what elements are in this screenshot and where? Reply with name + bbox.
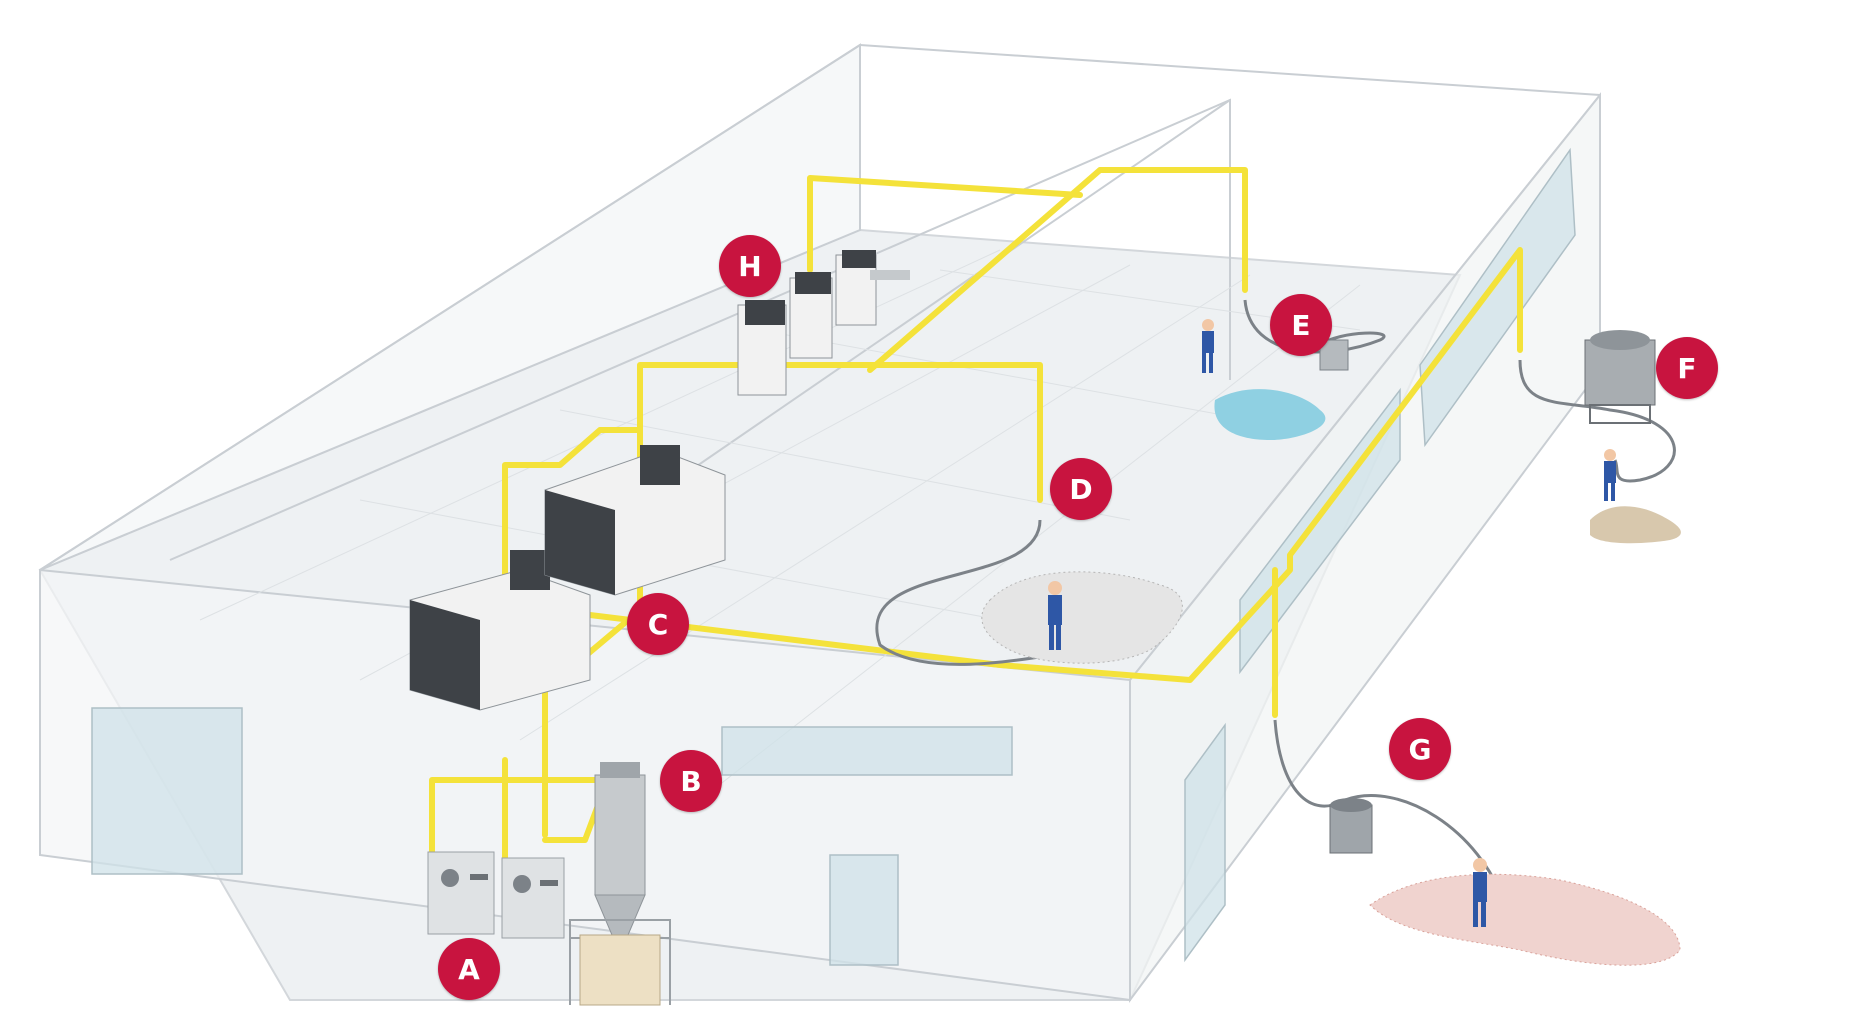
sand-pile: [1590, 506, 1681, 544]
central-vacuum-unit-1: [427, 851, 495, 935]
worker-floor-debris: [1048, 581, 1062, 650]
right-glass-door: [1184, 722, 1226, 963]
hose-d: [875, 519, 1081, 666]
big-bag-collector: [569, 919, 671, 1006]
hose-f: [1518, 359, 1676, 483]
callout-d: D: [1050, 458, 1112, 520]
central-vacuum-unit-2: [501, 857, 565, 939]
callout-e: E: [1270, 294, 1332, 356]
worker-red-debris: [1473, 858, 1487, 927]
fan-icon: [441, 869, 459, 887]
packing-machine-1: [737, 300, 787, 396]
worker-liquid-spill: [1202, 319, 1214, 373]
callout-f: F: [1656, 337, 1718, 399]
callout-g: G: [1389, 718, 1451, 780]
liquid-spill: [1214, 389, 1326, 440]
pipe-unit-1: [429, 757, 508, 863]
vacuum-piping: [429, 167, 1523, 863]
cyclone-separator: [594, 762, 646, 936]
right-window-band-1: [1419, 147, 1576, 448]
packing-machine-3: [835, 250, 910, 326]
floor-debris-patch: [981, 571, 1183, 664]
central-vacuum-units: [427, 851, 565, 939]
fan-icon: [513, 875, 531, 893]
packing-machines: [737, 250, 910, 396]
callout-h: H: [719, 235, 781, 297]
pipe-main-trunk: [587, 247, 1523, 683]
cnc-machine-1: [409, 550, 591, 711]
callout-c: C: [627, 593, 689, 655]
spills: [981, 389, 1681, 966]
workers: [1048, 319, 1616, 927]
front-glass-door: [829, 854, 899, 966]
callout-a: A: [438, 938, 500, 1000]
worker-sand-pile: [1604, 449, 1616, 501]
red-debris-patch: [1369, 873, 1681, 966]
industrial-mobile-vacuum: [1584, 330, 1656, 424]
windows: [91, 147, 1576, 966]
pipe-unit-2: [502, 777, 603, 863]
pipe-cnc-loop: [502, 427, 643, 603]
cnc-machine-2: [544, 445, 726, 596]
cnc-machines: [409, 445, 726, 711]
building-structure: [38, 43, 1601, 1004]
pipe-branch-h: [867, 167, 1248, 373]
callout-b: B: [660, 750, 722, 812]
pipe-branch-h2: [807, 175, 1083, 273]
packing-machine-2: [789, 272, 833, 359]
drum-vacuum: [1329, 798, 1373, 854]
roof-line-left: [39, 44, 861, 571]
liquid-vacuum-cart: [1319, 339, 1349, 371]
front-window-strip: [721, 726, 1013, 776]
mobile-units: [1319, 330, 1656, 854]
left-glass-door: [91, 707, 243, 875]
roof-line-back: [859, 44, 1601, 96]
hose-e: [1243, 299, 1386, 354]
